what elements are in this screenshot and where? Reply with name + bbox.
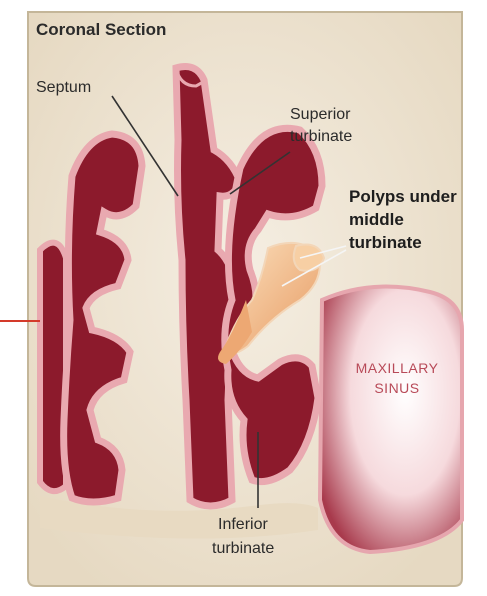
label-polyps-line2: middle — [349, 209, 404, 231]
label-inferior-turbinate-line2: turbinate — [212, 538, 274, 559]
label-polyps-line1: Polyps under — [349, 186, 457, 208]
maxillary-sinus — [320, 287, 462, 552]
red-marker-line — [0, 320, 40, 322]
label-septum: Septum — [36, 77, 91, 98]
label-maxillary-line2: SINUS — [352, 378, 442, 398]
label-inferior-turbinate-line1: Inferior — [218, 514, 268, 535]
label-superior-turbinate-line1: Superior — [290, 104, 350, 125]
label-maxillary-sinus: MAXILLARY SINUS — [352, 358, 442, 398]
polyp-small — [294, 245, 324, 271]
figure-title: Coronal Section — [36, 20, 166, 40]
label-polyps-line3: turbinate — [349, 232, 422, 254]
label-superior-turbinate-line2: turbinate — [290, 126, 352, 147]
label-maxillary-line1: MAXILLARY — [352, 358, 442, 378]
